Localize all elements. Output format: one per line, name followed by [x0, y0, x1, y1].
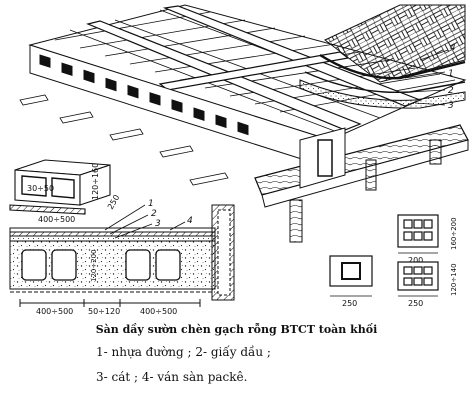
- bitumen-layer: [319, 53, 466, 80]
- section-callouts: [104, 204, 186, 239]
- felt-layer: [304, 71, 466, 94]
- section-callout-1: 1: [148, 199, 154, 209]
- rib-beam-core: [317, 139, 333, 177]
- legend-line-2: 3- cát ; 4- ván sàn packê.: [96, 370, 248, 384]
- underside-planks: [19, 94, 229, 186]
- hollow-block-detail: [9, 159, 111, 215]
- post-3: [365, 159, 377, 191]
- block-dim-height: 30÷50: [27, 184, 54, 193]
- floor-cross-section: [9, 204, 235, 307]
- single-cell-block: [329, 255, 373, 297]
- top-callout-1: 1: [448, 69, 454, 79]
- section-callout-3: 3: [155, 219, 161, 229]
- sand-layer: [299, 79, 466, 109]
- isometric-slab-view: [19, 4, 469, 243]
- section-dim-width-2: 50÷120: [88, 307, 120, 316]
- multi-cell-block-bottom: [397, 261, 439, 297]
- legend-line-1: 1- nhựa đường ; 2- giấy dầu ;: [96, 345, 271, 359]
- timber-beam-lower: [261, 139, 469, 208]
- section-dim-width-1: 400÷500: [36, 307, 73, 316]
- post-2: [429, 139, 442, 165]
- section-callout-4: 4: [187, 216, 193, 226]
- section-callout-2: 2: [151, 209, 157, 219]
- top-callouts: [404, 49, 449, 106]
- top-block-dim-height: 160÷200: [450, 217, 458, 250]
- figure-caption-title: Sàn dầy sườn chèn gạch rỗng BTCT toàn kh…: [95, 323, 378, 336]
- top-block-dim-width: 200: [408, 256, 423, 265]
- bottom-block-dim-height: 120÷140: [450, 263, 458, 296]
- top-callout-2: 2: [448, 86, 454, 96]
- section-dim-width-3: 400÷500: [140, 307, 177, 316]
- single-block-dim-width: 250: [342, 299, 357, 308]
- bottom-block-dim-width: 250: [408, 299, 423, 308]
- section-dim-rib: 120÷200: [90, 249, 98, 282]
- block-dim-width: 400÷500: [38, 215, 75, 224]
- top-callout-4: 4: [450, 43, 456, 53]
- front-block-openings: [39, 54, 249, 136]
- block-dim-height-2: 120÷160: [91, 163, 100, 200]
- post-1: [289, 199, 303, 243]
- multi-cell-block-top: [397, 214, 439, 254]
- top-callout-3: 3: [448, 101, 454, 111]
